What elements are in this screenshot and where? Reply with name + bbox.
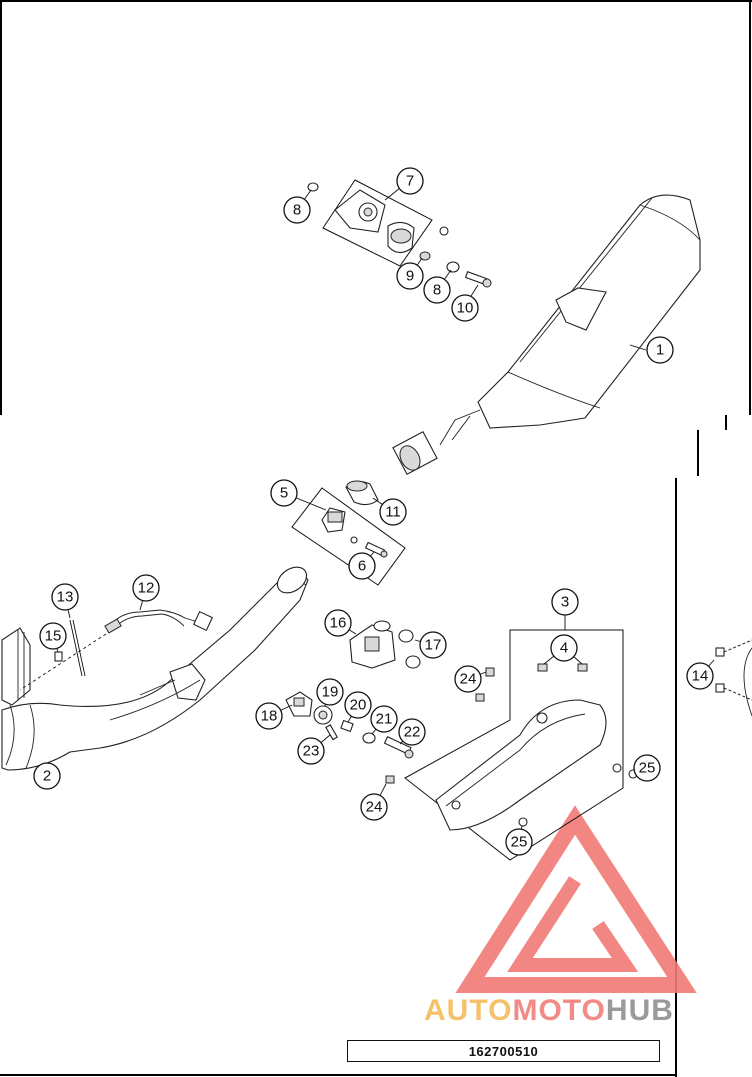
callout-13: 13: [51, 583, 79, 611]
callout-22-text: 22: [404, 724, 421, 741]
callout-11: 11: [379, 498, 407, 526]
callout-16: 16: [324, 609, 352, 637]
callout-8a: 8: [283, 196, 311, 224]
callout-5-text: 5: [280, 485, 288, 502]
callout-25b-text: 25: [511, 834, 528, 851]
callout-25b: 25: [505, 828, 533, 856]
callout-labels: 1 2 3 4 5 6 7 8 8 9 10 11 12 13 14 15 16…: [33, 167, 714, 856]
diagram-code-box: 162700510: [347, 1040, 660, 1062]
callout-6: 6: [348, 552, 376, 580]
callout-21-text: 21: [376, 711, 393, 728]
bracket-kit-7: [322, 179, 433, 267]
brand-hub-text: HUB: [605, 994, 674, 1027]
callout-15-text: 15: [45, 628, 62, 645]
callout-18-text: 18: [261, 708, 278, 725]
callout-2: 2: [33, 762, 61, 790]
callout-11-text: 11: [385, 504, 401, 521]
bracket-hardware: [307, 182, 492, 288]
callout-23-text: 23: [303, 743, 320, 760]
callout-14-text: 14: [692, 668, 709, 685]
gasket-parts: [54, 619, 86, 677]
callout-14: 14: [686, 662, 714, 690]
callout-8b-text: 8: [433, 282, 441, 299]
callout-3: 3: [551, 588, 579, 616]
callout-16-text: 16: [330, 615, 347, 632]
callout-21: 21: [370, 705, 398, 733]
callout-20-text: 20: [350, 697, 367, 714]
callout-13-text: 13: [57, 589, 74, 606]
header-pipe: [1, 566, 309, 771]
diagram-code: 162700510: [468, 1043, 539, 1059]
watermark-brand: AUTOMOTOHUB: [424, 994, 744, 1034]
callout-19: 19: [316, 678, 344, 706]
hardware-18-23: [285, 691, 414, 759]
callout-12-text: 12: [138, 580, 155, 597]
callout-22: 22: [398, 718, 426, 746]
callout-1-text: 1: [656, 342, 664, 359]
callout-7-text: 7: [406, 173, 414, 190]
callout-24b: 24: [360, 793, 388, 821]
callout-10: 10: [451, 294, 479, 322]
brand-moto-text: MOTO: [512, 994, 606, 1027]
callout-6-text: 6: [358, 558, 366, 575]
lambda-sensor: [19, 609, 214, 691]
callout-4-text: 4: [560, 640, 568, 657]
callout-25a: 25: [633, 754, 661, 782]
callout-12: 12: [132, 574, 160, 602]
callout-2-text: 2: [43, 768, 51, 785]
adjacent-panel-parts: [715, 639, 752, 717]
brand-auto-text: AUTO: [424, 994, 513, 1027]
callout-5: 5: [270, 479, 298, 507]
callout-10-text: 10: [457, 300, 474, 317]
callout-17: 17: [419, 631, 447, 659]
callout-24a-text: 24: [460, 671, 477, 688]
callout-19-text: 19: [322, 684, 339, 701]
callout-25a-text: 25: [639, 760, 656, 777]
callout-8a-text: 8: [293, 202, 301, 219]
mounting-bracket-16: [349, 620, 421, 669]
callout-9: 9: [396, 262, 424, 290]
clamp-kit-5: [291, 487, 406, 586]
callout-24b-text: 24: [366, 799, 383, 816]
callout-17-text: 17: [425, 637, 442, 654]
callout-3-text: 3: [561, 594, 569, 611]
heat-shield-kit-3: [385, 614, 638, 861]
callout-1: 1: [646, 336, 674, 364]
callout-4: 4: [550, 634, 578, 662]
callout-15: 15: [39, 622, 67, 650]
muffler: [392, 194, 701, 475]
callout-24a: 24: [454, 665, 482, 693]
callout-20: 20: [344, 691, 372, 719]
sleeve-11: [345, 480, 379, 506]
callout-9-text: 9: [406, 268, 414, 285]
callout-8b: 8: [423, 276, 451, 304]
watermark-logo: [455, 805, 697, 993]
callout-23: 23: [297, 737, 325, 765]
callout-7: 7: [396, 167, 424, 195]
callout-18: 18: [255, 702, 283, 730]
